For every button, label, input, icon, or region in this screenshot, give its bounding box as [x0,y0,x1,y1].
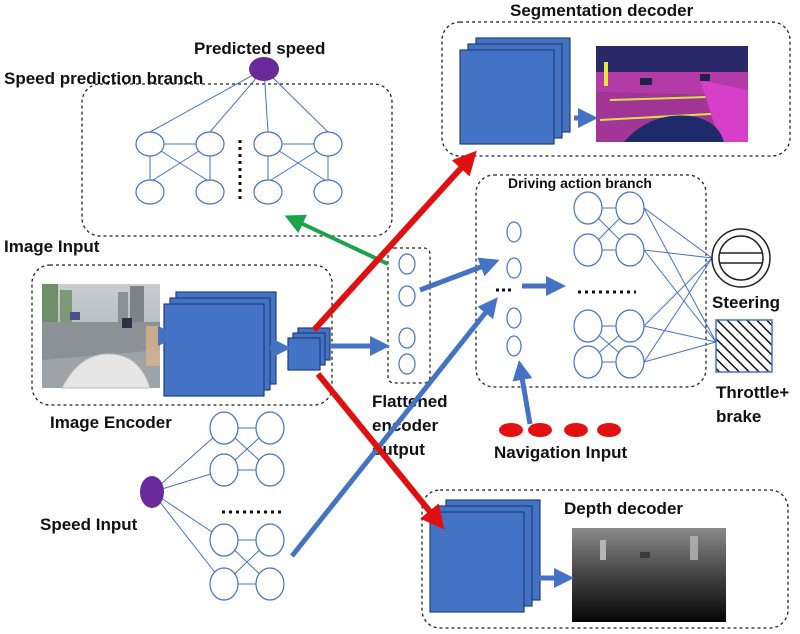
network-node [253,131,283,157]
hatched-pedal-icon [715,319,773,373]
flattened-output-nodes [398,253,416,375]
speed-input-network [151,411,285,601]
arrow-flattened-to-driving [419,257,500,293]
steering-label: Steering [712,293,780,312]
speed-prediction-branch-label: Speed prediction branch [4,69,203,88]
speed-input-label: Speed Input [40,515,138,534]
depth-decoder-box [421,489,789,629]
speed-prediction-branch-box [81,83,393,237]
network-node [398,327,416,349]
depth-output-image [572,528,726,622]
arrow-flattened-to-speed-prediction [284,214,389,266]
speed-prediction-network [135,68,343,205]
navigation-node [528,423,552,437]
driving-action-branch-box [475,174,707,388]
predicted-speed-label: Predicted speed [194,39,325,58]
navigation-input-label: Navigation Input [494,443,628,462]
network-node [573,191,603,225]
network-node [615,191,645,225]
segmentation-feature-maps [459,37,571,145]
network-node [313,131,343,157]
network-node [255,523,285,557]
arrow-bottleneck-to-depth [315,372,445,530]
network-node [398,353,416,375]
network-node [255,453,285,487]
flattened-encoder-output-label: Flattened encoder output [372,392,452,459]
image-encoder-label: Image Encoder [50,413,172,432]
network-node [398,285,416,307]
arrow-speed-net-to-driving [290,297,498,558]
network-node [135,131,165,157]
encoder-bottleneck-feature-maps [287,327,331,371]
segmentation-decoder-label: Segmentation decoder [510,1,694,20]
network-node [313,179,343,205]
camera-input-image [42,284,160,389]
network-node [255,567,285,601]
network-node [255,411,285,445]
image-input-label: Image Input [4,237,100,256]
network-node [195,131,225,157]
network-node [506,221,522,243]
network-node [615,233,645,267]
speed-input-node [140,476,164,508]
network-node [209,453,239,487]
network-node [573,233,603,267]
network-node [398,253,416,275]
network-node [209,411,239,445]
network-node [506,307,522,329]
network-node [573,309,603,343]
driving-action-branch-label: Driving action branch [508,175,652,191]
network-node [506,257,522,279]
arrow-bottleneck-to-segmentation [311,150,477,333]
network-node [615,309,645,343]
throttle-brake-label: Throttle+ brake [716,383,794,426]
steering-wheel-icon [711,228,771,288]
predicted-speed-node [249,57,279,81]
network-node [195,179,225,205]
navigation-node [499,423,523,437]
network-node [506,335,522,357]
depth-decoder-label: Depth decoder [564,499,683,518]
network-node [615,345,645,379]
segmentation-decoder-box [441,21,791,157]
navigation-node [564,423,588,437]
navigation-input-nodes [499,423,621,437]
image-input-box [31,264,333,406]
network-node [209,523,239,557]
image-encoder-feature-maps [163,291,277,397]
network-node [135,179,165,205]
navigation-node [597,423,621,437]
network-node [209,567,239,601]
arrow-navigation-to-driving [512,360,533,425]
driving-action-network [496,191,717,379]
flattened-output-box [387,247,431,384]
segmentation-output-image [596,46,748,142]
network-node [573,345,603,379]
depth-feature-maps [429,499,541,613]
network-node [253,179,283,205]
